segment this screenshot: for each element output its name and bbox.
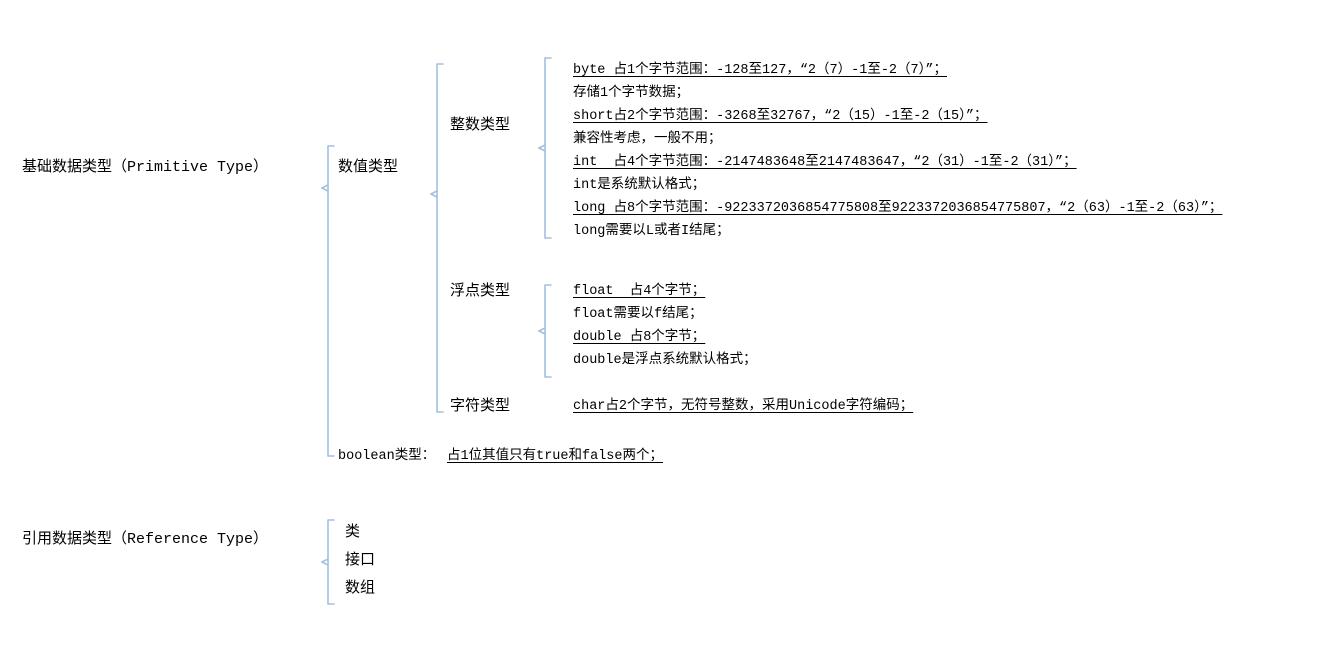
float-details-list: float 占4个字节； float需要以f结尾； double 占8个字节； dou…: [573, 280, 757, 372]
integer-detail-line-6: long 占8个字节范围：-9223372036854775808至922337…: [573, 201, 1223, 216]
char-detail-line-0: char占2个字节，无符号整数，采用Unicode字符编码；: [573, 399, 914, 414]
float-detail-line-1: float需要以f结尾；: [573, 307, 703, 322]
integer-details-list: byte 占1个字节范围：-128至127，“2（7）-1至-2（7）”； 存储1…: [573, 59, 1222, 243]
float-detail-line-0: float 占4个字节；: [573, 284, 706, 299]
level2-boolean-detail: 占1位其值只有true和false两个；: [447, 449, 664, 464]
reference-children-list: 类接口数组: [345, 519, 375, 603]
char-details-list: char占2个字节，无符号整数，采用Unicode字符编码；: [573, 395, 913, 418]
integer-detail-line-3: 兼容性考虑，一般不用；: [573, 132, 722, 147]
root-reference-type-label: 引用数据类型（Reference Type）: [22, 531, 269, 548]
float-detail-line-2: double 占8个字节；: [573, 330, 706, 345]
level3-float-type-label: 浮点类型: [450, 283, 511, 300]
level2-boolean-type-label: boolean类型：: [338, 449, 436, 464]
level3-char-type-label: 字符类型: [450, 398, 511, 415]
reference-child-1: 接口: [345, 552, 376, 569]
integer-detail-line-2: short占2个字节范围：-3268至32767，“2（15）-1至-2（15）…: [573, 109, 988, 124]
integer-detail-line-5: int是系统默认格式；: [573, 178, 706, 193]
integer-detail-line-1: 存储1个字节数据；: [573, 86, 690, 101]
reference-child-0: 类: [345, 524, 361, 541]
integer-detail-line-4: int 占4个字节范围：-2147483648至2147483647，“2（31…: [573, 155, 1077, 170]
integer-detail-line-7: long需要以L或者I结尾；: [573, 224, 730, 239]
reference-child-2: 数组: [345, 580, 376, 597]
level3-integer-type-label: 整数类型: [450, 117, 511, 134]
level2-numeric-type-label: 数值类型: [338, 159, 399, 176]
integer-detail-line-0: byte 占1个字节范围：-128至127，“2（7）-1至-2（7）”；: [573, 63, 947, 78]
float-detail-line-3: double是浮点系统默认格式；: [573, 353, 757, 368]
root-primitive-type-label: 基础数据类型（Primitive Type）: [22, 159, 269, 176]
